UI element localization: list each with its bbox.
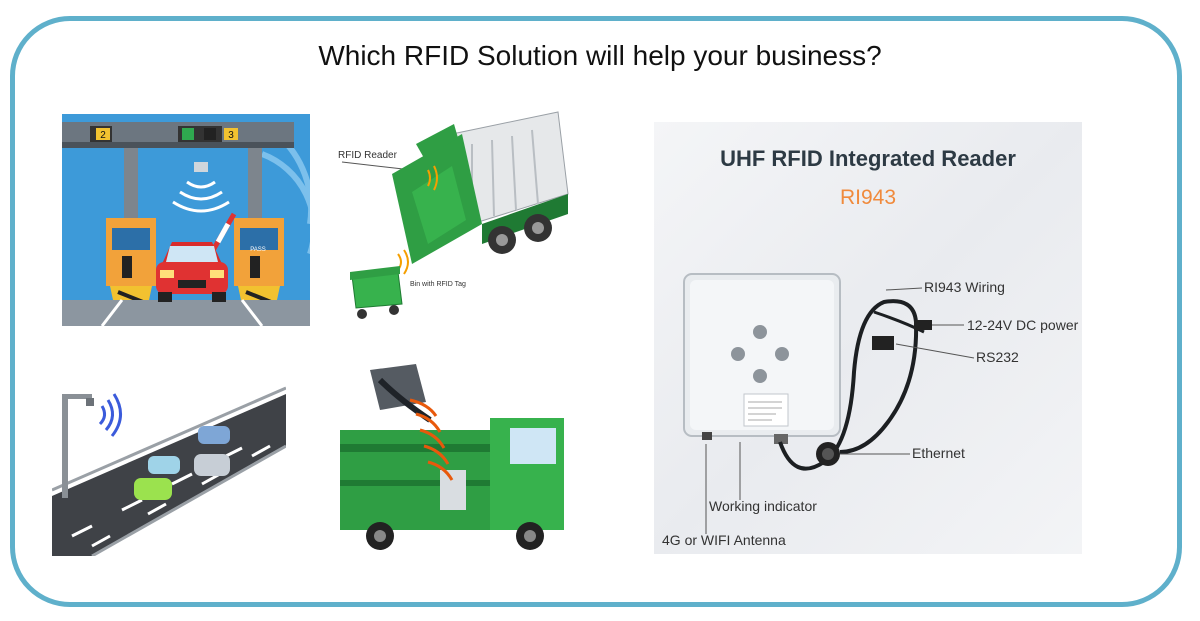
device-model: RI943 (839, 186, 897, 209)
rounded-frame (10, 16, 1182, 607)
callout-power: 12-24V DC power (967, 317, 1079, 333)
lane-number-2: 2 (100, 130, 106, 141)
device-title: UHF RFID Integrated Reader (720, 146, 1016, 171)
rfid-reader-device-panel: UHF RFID Integrated Reader RI943 RI943 W… (654, 122, 1082, 554)
rfid-reader-label: RFID Reader (338, 150, 398, 161)
callout-rs232: RS232 (976, 349, 1019, 365)
callout-ethernet: Ethernet (912, 445, 965, 461)
booth-sign: PASS (250, 247, 266, 253)
highway-reader-illustration (52, 386, 286, 556)
callout-wiring: RI943 Wiring (924, 279, 1005, 295)
page-title: Which RFID Solution will help your busin… (318, 40, 882, 71)
rfid-reader-device (683, 273, 975, 534)
callout-indicator: Working indicator (709, 498, 817, 514)
toll-booth-illustration: 2 3 PASS (62, 114, 310, 326)
garbage-truck-illustration: RFID Reader Bin with RFID Tag (332, 104, 570, 332)
callout-antenna: 4G or WIFI Antenna (662, 532, 786, 548)
bin-tag-label: Bin with RFID Tag (410, 281, 466, 288)
truck-bin-lift-illustration (340, 360, 564, 552)
lane-number-3: 3 (228, 130, 234, 141)
